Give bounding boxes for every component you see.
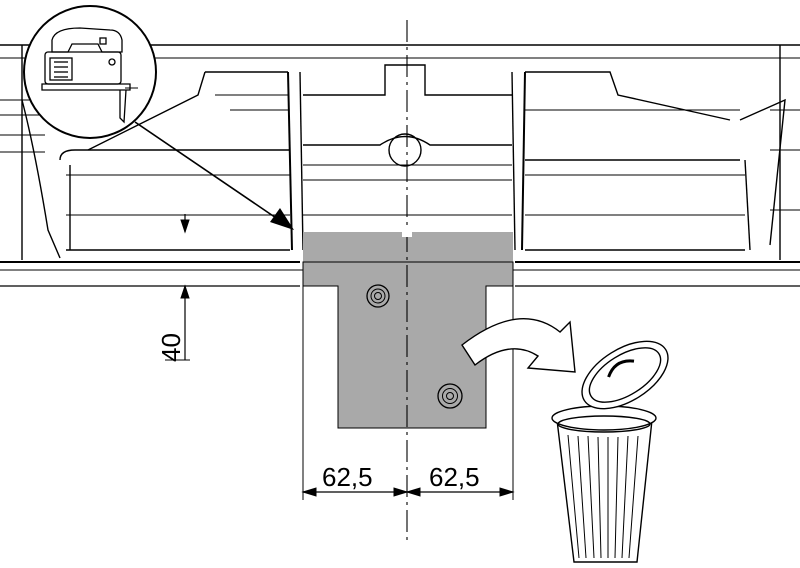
screw-left	[366, 284, 390, 308]
height-dimension	[165, 214, 190, 361]
pointer-arrow	[134, 121, 294, 230]
trash-can-icon	[551, 340, 669, 563]
center-line-gap	[402, 225, 412, 237]
width-dimension-left-label: 62,5	[322, 462, 373, 492]
jigsaw-icon	[23, 5, 157, 139]
height-dimension-label: 40	[156, 333, 186, 362]
width-dimension-right-label: 62,5	[429, 462, 480, 492]
curved-arrow-icon	[461, 318, 576, 373]
cutout-section	[302, 232, 514, 429]
screw-right	[437, 383, 463, 409]
